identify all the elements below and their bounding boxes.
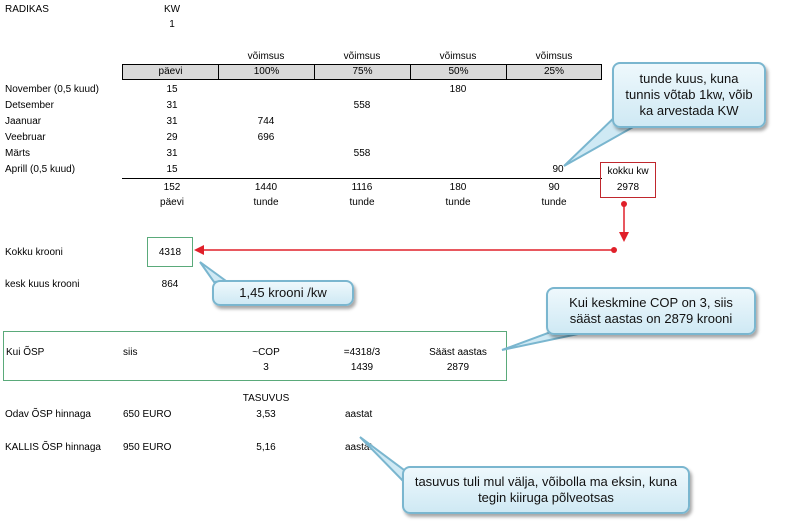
unit-paevi: päevi — [160, 197, 184, 208]
payback-years: 5,16 — [256, 442, 276, 453]
p100-cell: 696 — [257, 132, 275, 143]
kw-label: KW — [163, 4, 181, 15]
voimsus-label-4: võimsus — [535, 51, 573, 62]
p75-cell: 558 — [353, 148, 371, 159]
total-kw-label: kokku kw — [607, 166, 649, 177]
title-radikas: RADIKAS — [5, 4, 49, 15]
month-label: Detsember — [5, 100, 54, 111]
header-paevi: päevi — [123, 65, 219, 79]
payback-label: KALLIS ÕSP hinnaga — [5, 442, 101, 453]
callout-cop-note: Kui keskmine COP on 3, siis sääst aastas… — [546, 287, 756, 335]
callout-pointer — [199, 261, 229, 284]
days-cell: 15 — [166, 84, 178, 95]
saast-label: Sääst aastas — [429, 347, 487, 358]
payback-unit: aastat — [345, 442, 373, 453]
callout-payback-note: tasuvus tuli mul välja, võibolla ma eksi… — [402, 466, 690, 514]
callout-price-note: 1,45 krooni /kw — [212, 280, 354, 306]
days-cell: 15 — [166, 164, 178, 175]
payback-unit: aastat — [345, 409, 373, 420]
month-label: Aprill (0,5 kuud) — [5, 164, 76, 175]
payback-price: 950 EURO — [123, 442, 172, 453]
cop-label: ~COP — [252, 347, 280, 358]
osp-siis: siis — [123, 347, 138, 358]
header-100: 100% — [219, 65, 315, 79]
days-cell: 31 — [166, 116, 178, 127]
header-75: 75% — [315, 65, 411, 79]
header-25: 25% — [543, 66, 564, 77]
voimsus-label-1: võimsus — [247, 51, 285, 62]
unit-tunde: tunde — [445, 197, 471, 208]
payback-years: 3,53 — [256, 409, 276, 420]
tasuvus-title: TASUVUS — [242, 393, 290, 404]
header-50: 50% — [411, 65, 507, 79]
unit-tunde: tunde — [349, 197, 375, 208]
days-cell: 29 — [166, 132, 178, 143]
cop-value: 3 — [263, 362, 269, 373]
month-label: Jaanuar — [5, 116, 42, 127]
month-label: Märts — [5, 148, 30, 159]
total-kw-value: 2978 — [616, 182, 640, 193]
osp-label: Kui ÕSP — [6, 347, 45, 358]
voimsus-label-2: võimsus — [343, 51, 381, 62]
month-label: November (0,5 kuud) — [5, 84, 99, 95]
unit-tunde: tunde — [253, 197, 279, 208]
total-kw-box: kokku kw 2978 — [600, 162, 656, 198]
total-50: 180 — [449, 182, 467, 193]
days-cell: 31 — [166, 100, 178, 111]
p100-cell: 744 — [257, 116, 275, 127]
payback-price: 650 EURO — [123, 409, 172, 420]
total-days: 152 — [163, 182, 181, 193]
table-header-row: päevi 100% 75% 50% 25% — [122, 64, 602, 80]
saast-value: 2879 — [446, 362, 470, 373]
total-100: 1440 — [254, 182, 278, 193]
payback-label: Odav ÕSP hinnaga — [5, 409, 91, 420]
osp-box — [3, 331, 507, 381]
callout-kw-note: tunde kuus, kuna tunnis võtab 1kw, võib … — [612, 62, 766, 128]
p25-cell: 90 — [552, 164, 564, 175]
p75-cell: 558 — [353, 100, 371, 111]
kokku-krooni-box: 4318 — [147, 237, 193, 267]
p50-cell: 180 — [449, 84, 467, 95]
arrow-dot — [621, 201, 627, 207]
kesk-kuus-label: kesk kuus krooni — [5, 279, 80, 290]
days-cell: 31 — [166, 148, 178, 159]
month-label: Veebruar — [5, 132, 46, 143]
kw-value: 1 — [169, 19, 175, 30]
kokku-krooni-value: 4318 — [158, 247, 182, 258]
calc-value: 1439 — [350, 362, 374, 373]
kokku-krooni-label: Kokku krooni — [5, 247, 63, 258]
voimsus-label-3: võimsus — [439, 51, 477, 62]
unit-tunde: tunde — [541, 197, 567, 208]
arrow-dot — [611, 247, 617, 253]
total-75: 1116 — [351, 182, 373, 193]
kesk-kuus-value: 864 — [161, 279, 179, 290]
sum-divider — [122, 178, 602, 179]
total-25: 90 — [548, 182, 560, 193]
calc-label: =4318/3 — [343, 347, 381, 358]
